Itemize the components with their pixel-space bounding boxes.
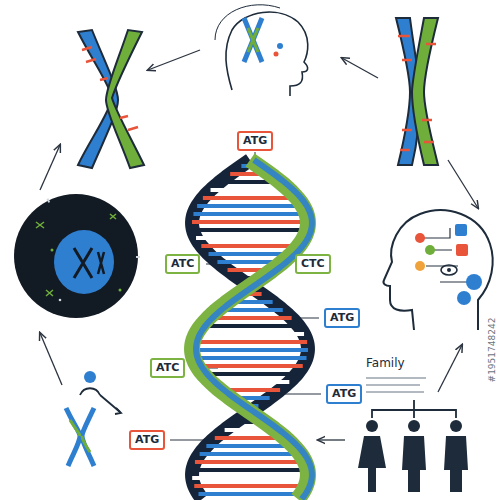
base-pair [192, 476, 308, 480]
codon-text: ATG [135, 433, 159, 446]
person-with-chromosome [66, 371, 121, 466]
codon-text: ATG [330, 311, 354, 324]
base-pair [201, 324, 299, 328]
codon-text: ATG [243, 134, 267, 147]
family-tree [358, 378, 468, 492]
base-pair [193, 356, 306, 360]
codon-tag: ATG [129, 430, 165, 450]
caption-label: Family [366, 356, 405, 370]
base-pair [193, 340, 307, 344]
base-pair [192, 220, 308, 224]
chromosome-right [396, 18, 438, 165]
codon-text: ATC [156, 361, 179, 374]
head-profile [383, 210, 492, 330]
base-pair [206, 444, 293, 448]
base-pair [203, 372, 297, 376]
codon-tag: ATG [324, 308, 360, 328]
helix-strand [192, 160, 308, 499]
watermark: #1951748242 [487, 318, 497, 383]
base-pair [192, 348, 308, 352]
base-pair [199, 492, 302, 496]
base-pair [193, 212, 306, 216]
helix-strand [192, 160, 308, 499]
base-pair [194, 484, 306, 488]
codon-tag: ATG [326, 384, 362, 404]
chromosome-left [78, 30, 144, 168]
base-pair [201, 244, 298, 248]
codon-tag: CTC [295, 254, 331, 274]
helix-strand [196, 160, 312, 499]
codon-tag: ATC [165, 254, 200, 274]
base-pair [196, 236, 304, 240]
base-pair [196, 332, 304, 336]
codon-tag: ATC [150, 358, 185, 378]
codon-text: CTC [301, 257, 325, 270]
codon-text: ATG [332, 387, 356, 400]
base-pair [200, 452, 301, 456]
codon-tag: ATG [237, 131, 273, 151]
codon-text: ATC [171, 257, 194, 270]
base-pair [197, 364, 303, 368]
base-pair [203, 196, 297, 200]
base-pair [192, 468, 307, 472]
base-pair [195, 460, 305, 464]
head-with-chromosome [215, 5, 308, 96]
cell [14, 194, 138, 318]
base-pair [193, 228, 307, 232]
base-pair [197, 204, 303, 208]
